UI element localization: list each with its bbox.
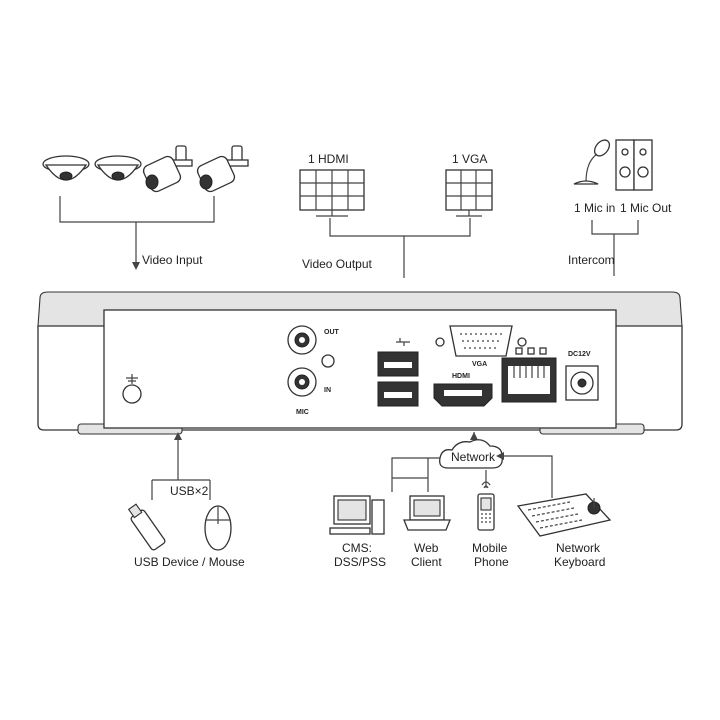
mouse-icon [204, 505, 232, 551]
vga-label: 1 VGA [452, 152, 487, 166]
network-keyboard-icon [516, 493, 612, 537]
hdmi-label: 1 HDMI [308, 152, 349, 166]
mobile-label-line1: Mobile [472, 541, 508, 555]
video-input-connector [59, 196, 215, 270]
speaker-icon [615, 139, 653, 191]
cms-label-line1: CMS: [342, 541, 372, 555]
ethernet-port-icon[interactable] [501, 347, 557, 403]
usb-port-top[interactable] [377, 351, 419, 377]
hdmi-port-label: HDMI [452, 373, 470, 380]
monitor-icon [299, 169, 365, 217]
audio-indicator-icon [321, 354, 335, 368]
out-label: OUT [324, 329, 340, 336]
dome-camera-icon [94, 155, 142, 181]
web-label-line2: Client [411, 555, 442, 569]
bullet-camera-icon [196, 145, 249, 193]
in-label: IN [324, 387, 331, 394]
microphone-icon [573, 139, 611, 185]
dome-camera-icon [42, 155, 90, 181]
keyboard-label-line2: Keyboard [554, 555, 605, 569]
cms-label-line2: DSS/PSS [334, 555, 386, 569]
monitor-icon [445, 169, 493, 217]
video-output-label: Video Output [302, 257, 372, 271]
audio-out-jack[interactable] [287, 325, 317, 355]
desktop-pc-icon [329, 495, 385, 535]
mic-in-label: 1 Mic in [574, 201, 615, 215]
mobile-label-line2: Phone [474, 555, 509, 569]
web-label-line1: Web [414, 541, 439, 555]
audio-in-jack[interactable] [287, 367, 317, 397]
video-input-label: Video Input [142, 253, 203, 267]
nvr-chassis [37, 291, 683, 435]
dc-label: DC12V [568, 351, 591, 358]
power-port[interactable] [565, 365, 599, 401]
mobile-phone-icon [477, 481, 495, 531]
mic-out-label: 1 Mic Out [620, 201, 672, 215]
usb-stick-icon [127, 503, 166, 551]
intercom-connector [591, 220, 639, 276]
vga-port[interactable] [435, 325, 527, 357]
usb-count-label: USB×2 [170, 484, 209, 498]
bullet-camera-icon [142, 145, 193, 193]
laptop-icon [403, 495, 451, 531]
mic-label: MIC [296, 409, 309, 416]
usb-device-label: USB Device / Mouse [134, 555, 245, 569]
hdmi-port[interactable] [433, 383, 493, 407]
network-distribution [391, 452, 553, 498]
intercom-label: Intercom [568, 253, 615, 267]
usb-symbol-icon [396, 338, 410, 346]
usb-connector [151, 432, 211, 500]
vga-port-label: VGA [472, 361, 487, 368]
video-output-connector [329, 218, 471, 278]
ground-icon[interactable] [122, 374, 142, 404]
usb-port-bottom[interactable] [377, 381, 419, 407]
keyboard-label-line1: Network [556, 541, 601, 555]
network-label: Network [451, 450, 496, 464]
